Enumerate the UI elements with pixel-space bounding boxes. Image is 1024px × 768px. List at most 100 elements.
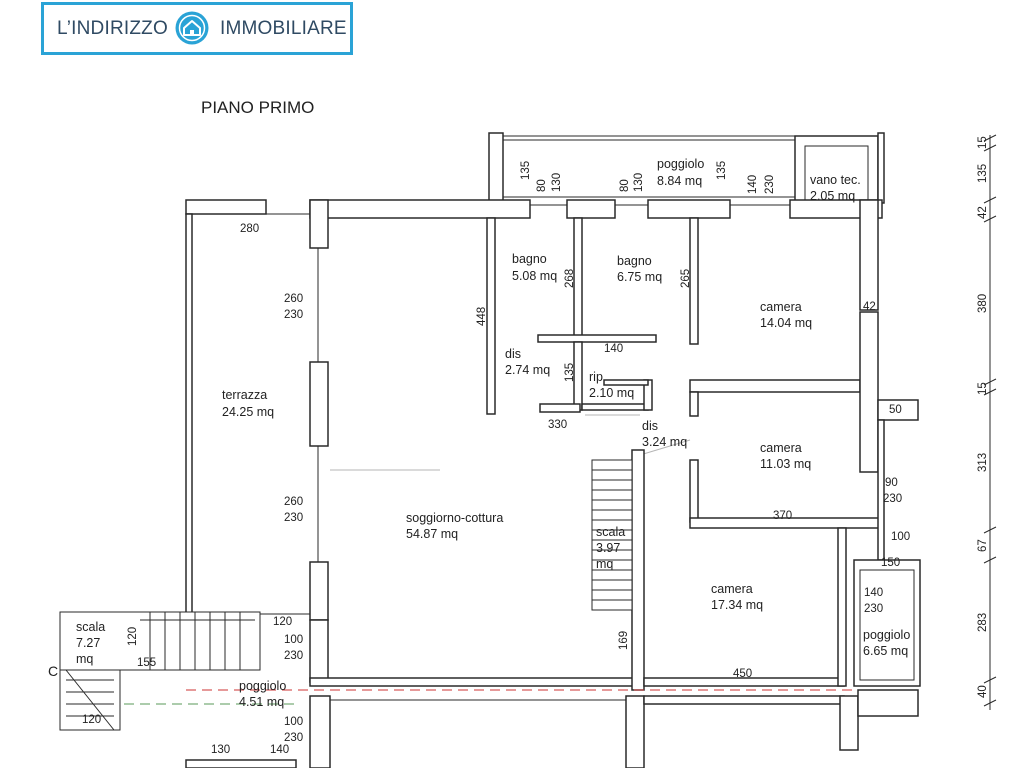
room-name: scala — [596, 525, 625, 539]
wall — [309, 619, 329, 683]
dimension-label: 50 — [889, 404, 902, 416]
plan-title: PIANO PRIMO — [201, 98, 315, 117]
wall — [647, 199, 731, 219]
wall — [309, 677, 641, 687]
logo-text-right: IMMOBILIARE — [220, 18, 347, 39]
logo-text-left: L’INDIRIZZO — [57, 18, 168, 39]
dimension-label: 155 — [137, 657, 156, 669]
room-name: scala — [76, 620, 105, 634]
wall — [566, 199, 616, 219]
room-name: terrazza — [222, 388, 267, 402]
wall — [859, 199, 879, 311]
room-name: poggiolo — [239, 679, 286, 693]
dimension-label: 120 — [273, 616, 292, 628]
wall — [877, 419, 885, 561]
wall — [689, 391, 699, 417]
dimension-label: 42 — [863, 301, 876, 313]
room-area-unit: mq — [76, 652, 93, 666]
room-name: soggiorno-cottura — [406, 511, 503, 525]
dimension-label: 135 — [520, 161, 532, 180]
dimension-label: 230 — [764, 175, 776, 194]
wall — [537, 334, 657, 343]
wall — [486, 217, 496, 415]
room-area: 2.74 mq — [505, 363, 550, 377]
room-area: 2.10 mq — [589, 386, 634, 400]
wall — [789, 199, 883, 219]
dimension-label: 260 — [284, 293, 303, 305]
dimension-label: 90 — [885, 477, 898, 489]
stair-steps — [591, 459, 633, 611]
room-area: 2.05 mq — [810, 189, 855, 203]
room-area: 4.51 mq — [239, 695, 284, 709]
dimension-label: 40 — [977, 685, 989, 698]
wall — [839, 695, 859, 751]
wall — [309, 561, 329, 621]
wall — [643, 695, 845, 705]
room-area: 3.24 mq — [642, 435, 687, 449]
dimension-label: 135 — [977, 164, 989, 183]
room-name: rip — [589, 370, 603, 384]
wall — [309, 695, 331, 768]
room-area: 3.97 — [596, 541, 620, 555]
dimension-label: 230 — [864, 603, 883, 615]
room-name: camera — [760, 300, 802, 314]
room-name: bagno — [512, 252, 547, 266]
wall — [631, 449, 645, 691]
wall — [309, 199, 531, 219]
wall — [309, 199, 329, 249]
dimension-label: 80 — [536, 179, 548, 192]
room-name: camera — [711, 582, 753, 596]
wall — [689, 459, 699, 523]
wall — [309, 361, 329, 447]
dimension-label: 140 — [604, 343, 623, 355]
room-area: 6.75 mq — [617, 270, 662, 284]
external-stair — [59, 611, 261, 731]
dimension-label: 135 — [564, 363, 576, 382]
dimension-label: 230 — [284, 309, 303, 321]
dimension-label: 100 — [284, 634, 303, 646]
dimension-label: 120 — [82, 714, 101, 726]
wall — [877, 132, 885, 204]
agency-logo: L’INDIRIZZO IMMOBILIARE — [41, 2, 353, 55]
room-area-unit: mq — [596, 557, 613, 571]
construction-line — [639, 439, 691, 456]
dimension-label: 450 — [733, 668, 752, 680]
dimension-label: 230 — [284, 512, 303, 524]
dimension-ticks — [983, 134, 997, 707]
dimension-label: 268 — [564, 269, 576, 288]
room-area: 6.65 mq — [863, 644, 908, 658]
room-area: 8.84 mq — [657, 174, 702, 188]
dimension-label: 15 — [977, 382, 989, 395]
room-area: 24.25 mq — [222, 405, 274, 419]
room-name: dis — [642, 419, 658, 433]
room-area: 7.27 — [76, 636, 100, 650]
dimension-label: 280 — [240, 223, 259, 235]
poggiolo-right-room — [859, 569, 915, 681]
dimension-label: 448 — [476, 307, 488, 326]
room-name: vano tec. — [810, 173, 861, 187]
room-name: poggiolo — [657, 157, 704, 171]
room-name: bagno — [617, 254, 652, 268]
dimension-label: 140 — [270, 744, 289, 756]
dimension-label: 230 — [284, 732, 303, 744]
dimension-label: 313 — [977, 453, 989, 472]
dimension-label: 100 — [891, 531, 910, 543]
wall — [603, 379, 649, 386]
dimension-label: 169 — [618, 631, 630, 650]
dimension-label: 150 — [881, 557, 900, 569]
wall — [185, 213, 193, 615]
dimension-label: 80 — [619, 179, 631, 192]
dimension-label: 130 — [633, 173, 645, 192]
dimension-label: 100 — [284, 716, 303, 728]
wall — [185, 759, 297, 768]
wall — [689, 379, 861, 393]
dimension-label: 140 — [747, 175, 759, 194]
dimension-label: 380 — [977, 294, 989, 313]
wall — [689, 217, 699, 345]
dimension-label: 260 — [284, 496, 303, 508]
wall — [539, 403, 581, 413]
dimension-label: 330 — [548, 419, 567, 431]
dimension-label: 230 — [284, 650, 303, 662]
dimension-label: 135 — [716, 161, 728, 180]
